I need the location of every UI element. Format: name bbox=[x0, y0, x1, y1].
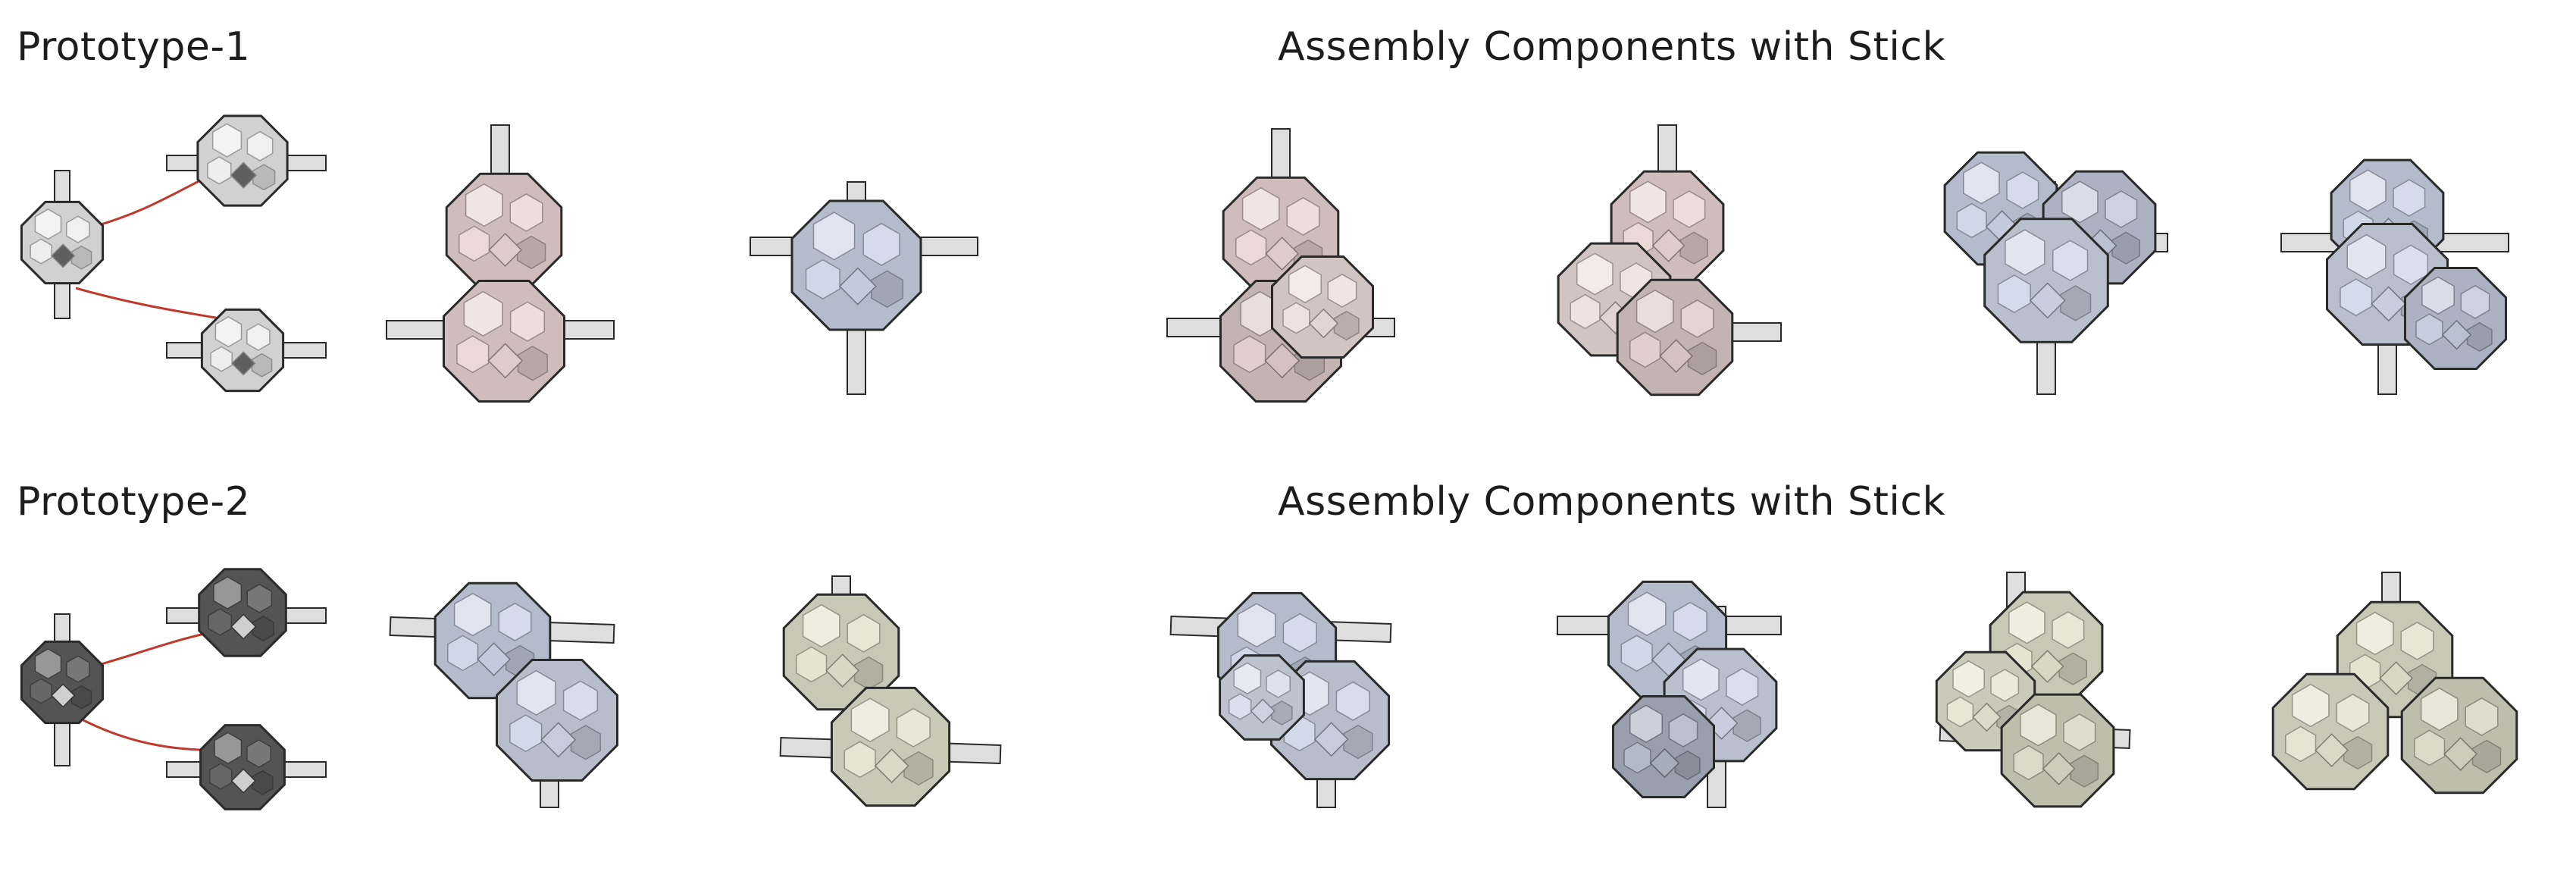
module-body bbox=[2400, 676, 2518, 795]
blue-assembly-3 bbox=[1169, 591, 1392, 808]
module-square-face bbox=[2030, 650, 2064, 683]
pink-assembly-1 bbox=[1166, 128, 1395, 403]
module-body bbox=[1219, 654, 1305, 741]
module-body bbox=[1983, 218, 2109, 343]
prototype-1-label: Prototype-1 bbox=[17, 24, 251, 70]
module-body bbox=[830, 686, 951, 807]
module-square-face bbox=[231, 351, 256, 376]
assembly-components-label-2: Assembly Components with Stick bbox=[1278, 479, 1946, 525]
module-body bbox=[1612, 695, 1715, 798]
module-square-face bbox=[51, 243, 76, 268]
pink-double-module bbox=[386, 124, 615, 403]
module-body bbox=[198, 568, 287, 657]
blue-assembly-2 bbox=[2280, 158, 2509, 395]
module-body bbox=[445, 172, 563, 290]
module-body bbox=[1271, 255, 1374, 359]
module-square-face bbox=[51, 683, 76, 708]
blue-assembly-1 bbox=[1943, 151, 2168, 395]
module-body bbox=[2000, 693, 2115, 808]
module-square-face bbox=[874, 748, 909, 784]
module-square-face bbox=[1649, 748, 1680, 779]
module-body bbox=[20, 200, 105, 285]
module-body bbox=[2271, 672, 2390, 791]
module-square-face bbox=[825, 653, 860, 688]
module-body bbox=[1616, 278, 1734, 396]
module-square-face bbox=[2379, 661, 2414, 695]
module-body bbox=[200, 308, 285, 393]
module-square-face bbox=[2315, 733, 2349, 767]
module-square-face bbox=[230, 768, 256, 794]
module-square-face bbox=[2371, 286, 2407, 322]
module-square-face bbox=[1972, 702, 2002, 732]
blue-double-module bbox=[389, 581, 618, 808]
module-square-face bbox=[1659, 339, 1694, 373]
module-square-face bbox=[487, 343, 524, 379]
module-body bbox=[199, 724, 286, 810]
module-body bbox=[2404, 267, 2507, 370]
module-square-face bbox=[1313, 722, 1349, 757]
prototype-1-diagram bbox=[20, 114, 327, 393]
module-body bbox=[196, 114, 289, 207]
module-square-face bbox=[230, 161, 257, 189]
module-square-face bbox=[1250, 698, 1275, 724]
cream-assembly-1 bbox=[1935, 572, 2131, 808]
blue-assembly-4 bbox=[1557, 580, 1782, 808]
module-body bbox=[20, 640, 105, 725]
module-square-face bbox=[1264, 343, 1301, 379]
connector-line bbox=[90, 173, 213, 229]
module-square-face bbox=[1704, 707, 1739, 740]
module-square-face bbox=[2441, 319, 2472, 350]
module-square-face bbox=[1265, 237, 1300, 271]
prototype-2-diagram bbox=[20, 568, 327, 810]
module-square-face bbox=[2029, 282, 2066, 319]
cream-assembly-2 bbox=[2271, 572, 2518, 795]
pink-assembly-2 bbox=[1557, 124, 1782, 396]
module-square-face bbox=[2443, 737, 2478, 771]
assembly-components-label-1: Assembly Components with Stick bbox=[1278, 24, 1946, 70]
module-square-face bbox=[2042, 752, 2076, 785]
cream-double-module bbox=[779, 575, 1002, 807]
module-square-face bbox=[230, 613, 257, 640]
module-square-face bbox=[1308, 308, 1339, 339]
module-square-face bbox=[477, 642, 512, 676]
module-body bbox=[790, 199, 922, 331]
blue-single-module bbox=[750, 181, 978, 395]
module-square-face bbox=[838, 267, 877, 306]
connector-line bbox=[75, 287, 221, 320]
module-body bbox=[443, 280, 565, 403]
prototype-2-label: Prototype-2 bbox=[17, 479, 251, 525]
module-body bbox=[496, 659, 618, 782]
module-square-face bbox=[488, 233, 523, 267]
module-square-face bbox=[1651, 229, 1686, 262]
module-square-face bbox=[540, 722, 577, 758]
